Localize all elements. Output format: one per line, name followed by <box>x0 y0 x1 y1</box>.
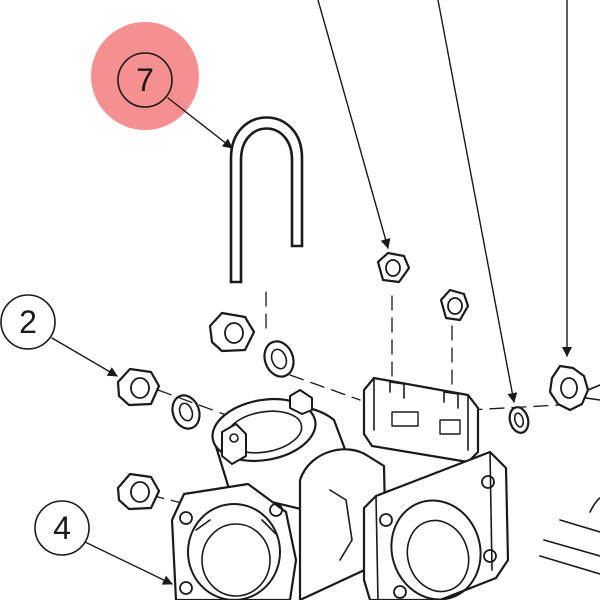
callout-7-highlight <box>91 22 199 130</box>
bracket-detail <box>539 497 600 575</box>
callout-7[interactable]: 7 <box>117 52 173 108</box>
callout-4-label: 4 <box>53 510 71 546</box>
callout-2[interactable]: 2 <box>0 294 56 350</box>
callout-2-label: 2 <box>19 304 37 340</box>
hex-nut-right <box>439 288 470 322</box>
leader-line-2 <box>51 337 118 377</box>
valve-body <box>170 376 510 600</box>
u-bolt <box>229 116 304 284</box>
leader-line-4 <box>84 541 173 585</box>
hex-nut-middle <box>208 311 256 353</box>
washer-right <box>508 406 530 434</box>
leader-line-7 <box>167 97 233 149</box>
hex-nut-top <box>376 251 411 284</box>
leader-line-washer-right <box>437 0 518 403</box>
callout-7-label: 7 <box>136 62 154 98</box>
star-fitting <box>548 364 600 412</box>
washer-left <box>171 394 201 430</box>
callout-4[interactable]: 4 <box>34 500 90 556</box>
leader-line-nut-top <box>317 0 391 249</box>
washer-middle <box>263 340 295 378</box>
hex-nut-bottom <box>116 472 161 511</box>
hex-nut-left <box>116 367 161 407</box>
